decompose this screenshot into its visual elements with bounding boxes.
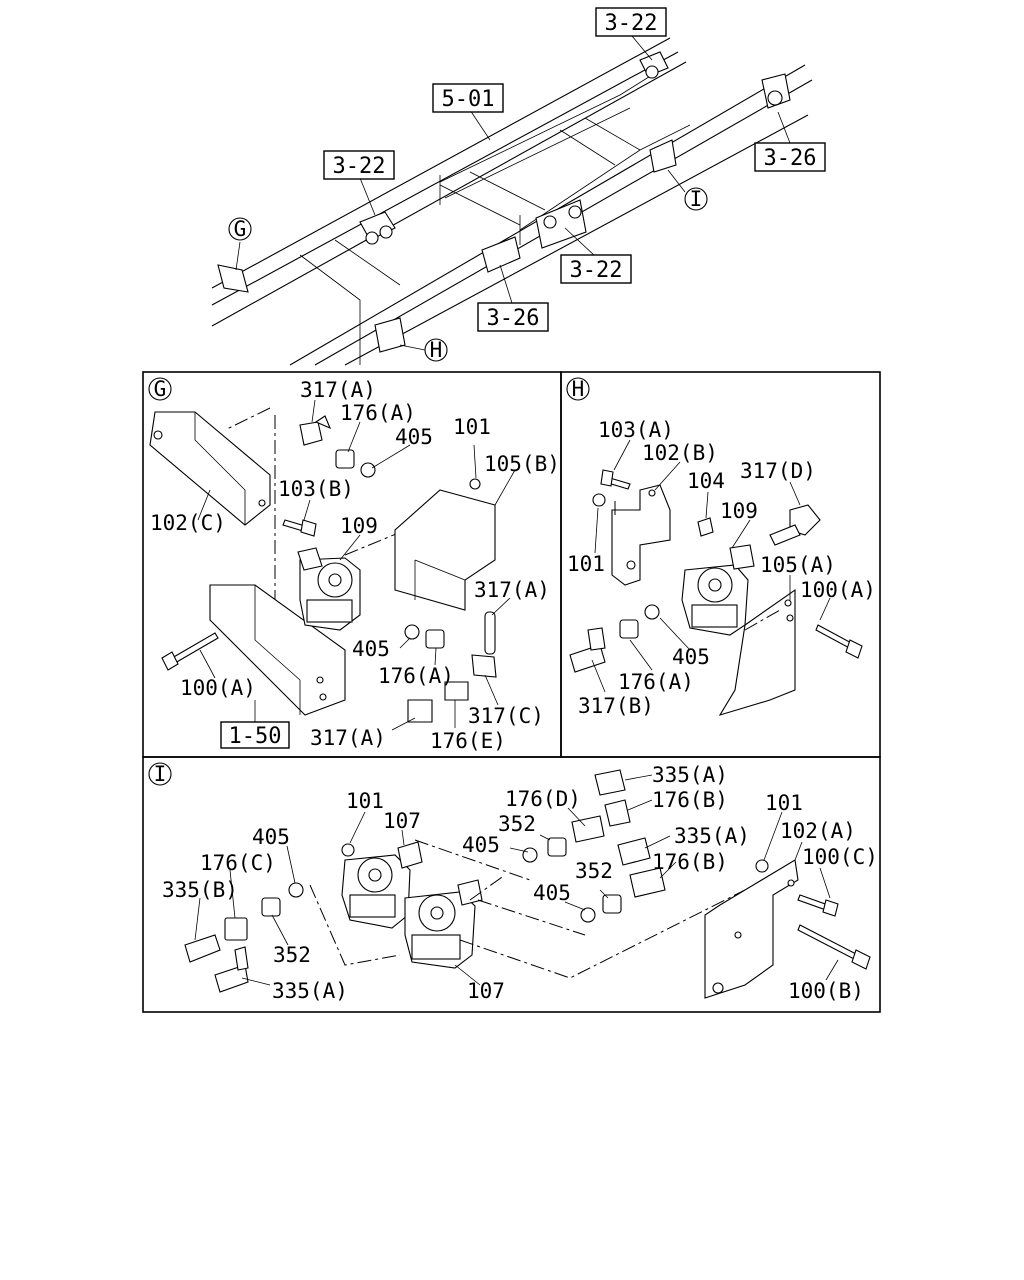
panel-i: I xyxy=(142,756,881,1013)
ref-box-3-26-right[interactable]: 3-26 xyxy=(754,142,826,172)
ref-box-label: 1-50 xyxy=(229,724,282,749)
marker-letter: H xyxy=(572,377,585,401)
part-label: 352 xyxy=(273,943,311,967)
panel-g-marker: G xyxy=(148,377,172,401)
part-label: 107 xyxy=(467,979,505,1003)
part-label: 176(A) xyxy=(618,670,694,694)
ref-box-5-01[interactable]: 5-01 xyxy=(432,83,504,113)
part-label: 100(A) xyxy=(180,676,256,700)
part-label: 405 xyxy=(395,425,433,449)
part-label: 100(B) xyxy=(788,979,864,1003)
part-label: 335(A) xyxy=(272,979,348,1003)
part-label: 176(A) xyxy=(378,664,454,688)
ref-box-label: 3-22 xyxy=(333,154,386,179)
part-label: 101 xyxy=(346,789,384,813)
part-label: 335(A) xyxy=(674,824,750,848)
ref-box-3-22-top[interactable]: 3-22 xyxy=(595,7,667,37)
marker-h[interactable]: H xyxy=(424,338,448,362)
part-label: 405 xyxy=(462,833,500,857)
part-label: 102(A) xyxy=(780,819,856,843)
ref-box-label: 3-26 xyxy=(764,146,817,171)
part-label: 405 xyxy=(252,825,290,849)
part-label: 103(A) xyxy=(598,418,674,442)
panel-h-leaders xyxy=(591,439,831,693)
panel-g-parts xyxy=(149,407,497,723)
panel-g-leaders xyxy=(197,399,516,731)
part-label: 176(B) xyxy=(652,788,728,812)
part-label: 335(A) xyxy=(652,763,728,787)
part-label: 107 xyxy=(383,809,421,833)
part-label: 317(A) xyxy=(474,578,550,602)
part-label: 103(B) xyxy=(278,477,354,501)
panel-i-leaders xyxy=(194,774,839,986)
panel-h-marker: H xyxy=(566,377,590,401)
chassis-overview: 3-22 5-01 3-22 3-26 3-22 3-26 G I xyxy=(211,7,826,366)
part-label: 101 xyxy=(453,415,491,439)
panel-i-marker: I xyxy=(148,762,172,786)
overview-leaders xyxy=(235,35,791,351)
part-label: 352 xyxy=(498,812,536,836)
part-label: 102(C) xyxy=(150,511,226,535)
marker-letter: H xyxy=(430,338,443,362)
part-label: 104 xyxy=(687,469,725,493)
part-label: 317(A) xyxy=(310,726,386,750)
ref-box-1-50[interactable]: 1-50 xyxy=(220,721,290,749)
marker-letter: I xyxy=(690,187,703,211)
panel-h-parts xyxy=(569,469,863,716)
panel-g: G xyxy=(142,371,562,758)
part-label: 352 xyxy=(575,859,613,883)
marker-letter: G xyxy=(154,377,167,401)
ref-box-label: 3-22 xyxy=(605,11,658,36)
panel-g-labels: 317(A) 176(A) 405 101 105(B) 103(B) 102(… xyxy=(150,378,560,753)
part-label: 335(B) xyxy=(162,878,238,902)
part-label: 101 xyxy=(567,552,605,576)
ref-box-3-26-bottom[interactable]: 3-26 xyxy=(477,302,549,332)
part-label: 317(C) xyxy=(468,704,544,728)
marker-i[interactable]: I xyxy=(684,187,708,211)
ref-box-label: 3-26 xyxy=(487,306,540,331)
ref-box-3-22-left[interactable]: 3-22 xyxy=(323,150,395,180)
ref-box-3-22-center[interactable]: 3-22 xyxy=(560,254,632,284)
panel-i-parts xyxy=(184,769,871,999)
panel-h-labels: 103(A) 102(B) 104 317(D) 109 101 105(A) … xyxy=(567,418,876,718)
ref-box-label: 5-01 xyxy=(442,87,495,112)
panel-i-labels: 335(A) 176(D) 176(B) 101 107 405 352 335… xyxy=(162,763,878,1003)
part-label: 176(A) xyxy=(340,401,416,425)
part-label: 176(B) xyxy=(652,850,728,874)
marker-letter: G xyxy=(234,217,247,241)
part-label: 176(E) xyxy=(430,729,506,753)
part-label: 176(D) xyxy=(505,787,581,811)
part-label: 105(A) xyxy=(760,553,836,577)
part-label: 109 xyxy=(340,514,378,538)
part-label: 105(B) xyxy=(484,452,560,476)
part-label: 100(C) xyxy=(802,845,878,869)
part-label: 176(C) xyxy=(200,851,276,875)
panel-h: H xyxy=(560,371,881,758)
part-label: 405 xyxy=(533,881,571,905)
marker-letter: I xyxy=(154,762,167,786)
part-label: 405 xyxy=(672,645,710,669)
part-label: 102(B) xyxy=(642,441,718,465)
part-label: 317(B) xyxy=(578,694,654,718)
part-label: 100(A) xyxy=(800,578,876,602)
ref-box-label: 3-22 xyxy=(570,258,623,283)
part-label: 109 xyxy=(720,499,758,523)
marker-g[interactable]: G xyxy=(228,217,252,241)
part-label: 317(A) xyxy=(300,378,376,402)
part-label: 405 xyxy=(352,637,390,661)
part-label: 317(D) xyxy=(740,459,816,483)
part-label: 101 xyxy=(765,791,803,815)
